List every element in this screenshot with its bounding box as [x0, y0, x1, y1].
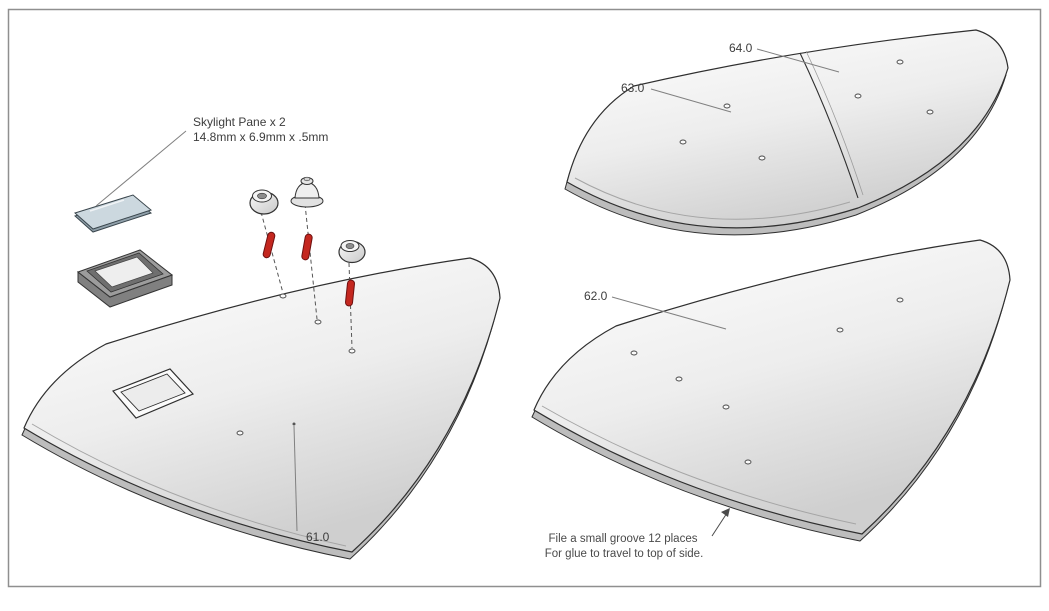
skylight-opening-inner [120, 373, 186, 412]
ring-vent-right [338, 240, 366, 264]
rivet-hole [348, 348, 356, 354]
rivet-hole [758, 155, 766, 161]
skylight-pane-glass [74, 194, 153, 230]
panel-62-surface [533, 239, 1011, 535]
skylight-leader-line [95, 130, 187, 207]
callouts: Skylight Pane x 2 14.8mm x 6.9mm x .5mm … [95, 41, 840, 560]
skylight-note-line1: Skylight Pane x 2 [193, 115, 286, 129]
groove-note-arrowhead [721, 508, 730, 517]
rivet-hole [896, 297, 904, 303]
panel-seam-line [799, 52, 859, 199]
groove-note-arrow-line [711, 512, 728, 537]
rivet-hole [896, 59, 904, 65]
panel-61-sill-line [31, 423, 347, 547]
curb-opening [94, 256, 154, 288]
roof-panel-62 [531, 239, 1011, 542]
label-panel-61: 61.0 [306, 530, 330, 544]
panel-61-surface [23, 257, 501, 553]
page-border [7, 8, 1042, 588]
label-panel-64: 64.0 [729, 41, 753, 55]
rivet-hole [679, 139, 687, 145]
pin-guide-line-2 [304, 203, 318, 320]
roof-panel-61 [21, 257, 501, 560]
label-62-leader-line [611, 296, 727, 330]
panel-62-sill-line [541, 405, 857, 525]
rivet-hole [854, 93, 862, 99]
mounting-pin-1 [262, 231, 276, 259]
mounting-pin-3 [345, 279, 355, 307]
mounting-pin-2 [301, 233, 313, 261]
panels-63-64-sill-line [574, 177, 851, 220]
rivet-hole [722, 404, 730, 410]
rivet-hole [630, 350, 638, 356]
rivet-hole [314, 319, 322, 325]
panel-seam-line-secondary [805, 50, 864, 196]
label-64-leader-line [756, 48, 840, 73]
ring-vent-hole [257, 192, 267, 200]
mounting-pins [262, 231, 355, 307]
rivet-hole [744, 459, 752, 465]
groove-note-line2: For glue to travel to top of side. [545, 548, 704, 560]
skylight-curb-frame [76, 249, 174, 308]
panels-63-64-surface [566, 29, 1009, 229]
dome-vent-knob [303, 176, 311, 182]
ring-vent-hole [345, 243, 355, 249]
rivet-hole [279, 293, 287, 299]
groove-note-line1: File a small groove 12 places [549, 533, 698, 545]
rivet-hole [723, 103, 731, 109]
rivet-hole [675, 376, 683, 382]
skylight-pane-highlight [89, 199, 125, 212]
skylight-pane [74, 194, 153, 233]
leader-endpoint-dot [292, 422, 296, 426]
skylight-note-line2: 14.8mm x 6.9mm x .5mm [193, 130, 328, 144]
rivet-hole [926, 109, 934, 115]
label-panel-62: 62.0 [584, 289, 608, 303]
label-panel-63: 63.0 [621, 81, 645, 95]
ring-vent-left [249, 189, 279, 215]
rivet-hole [236, 430, 244, 436]
dome-vent [290, 176, 324, 208]
roof-panels-63-64 [564, 29, 1009, 236]
label-61-leader-line [293, 425, 298, 532]
label-63-leader-line [650, 88, 732, 113]
rivet-hole [836, 327, 844, 333]
